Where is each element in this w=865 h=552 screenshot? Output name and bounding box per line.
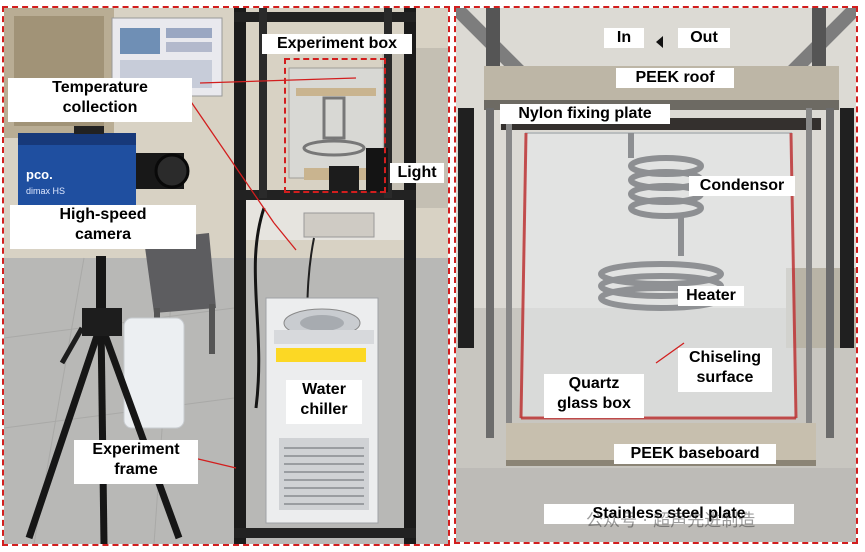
chiseling-surface-label: Chiseling surface bbox=[678, 348, 772, 392]
high-speed-camera-label: High-speed camera bbox=[10, 205, 196, 249]
camera-model-text: dimax HS bbox=[26, 186, 65, 196]
experiment-box-outline bbox=[284, 58, 386, 193]
quartz-glass-box-label: Quartz glass box bbox=[544, 374, 644, 418]
experiment-box-label: Experiment box bbox=[262, 34, 412, 54]
left-panel-outline bbox=[2, 6, 450, 546]
heater-label: Heater bbox=[678, 286, 744, 306]
inlet-label: In bbox=[604, 28, 644, 48]
right-photo-illustration bbox=[456, 8, 856, 542]
temperature-collection-label: Temperature collection bbox=[8, 78, 192, 122]
camera-brand-text: pco. bbox=[26, 167, 53, 182]
peek-roof-label: PEEK roof bbox=[616, 68, 734, 88]
right-panel-outline bbox=[454, 6, 858, 544]
left-photo-panel: pco. dimax HS Experiment box Temperature… bbox=[4, 8, 448, 544]
watermark-text: 公众号 · 超声先进制造 bbox=[586, 511, 756, 531]
condensor-label: Condensor bbox=[689, 176, 795, 196]
experiment-frame-label: Experiment frame bbox=[74, 440, 198, 484]
frame-pointer bbox=[193, 457, 237, 469]
chiseling-pointer bbox=[655, 342, 685, 364]
light-label: Light bbox=[390, 163, 444, 183]
water-chiller-label: Water chiller bbox=[286, 380, 362, 424]
right-photo-panel: In Out PEEK roof Nylon fixing plate Cond… bbox=[456, 8, 856, 542]
stainless-steel-plate-label: Stainless steel plate bbox=[544, 504, 794, 524]
temperature-pointer bbox=[184, 92, 275, 224]
nylon-fixing-plate-label: Nylon fixing plate bbox=[500, 104, 670, 124]
outlet-label: Out bbox=[678, 28, 730, 48]
peek-baseboard-label: PEEK baseboard bbox=[614, 444, 776, 464]
